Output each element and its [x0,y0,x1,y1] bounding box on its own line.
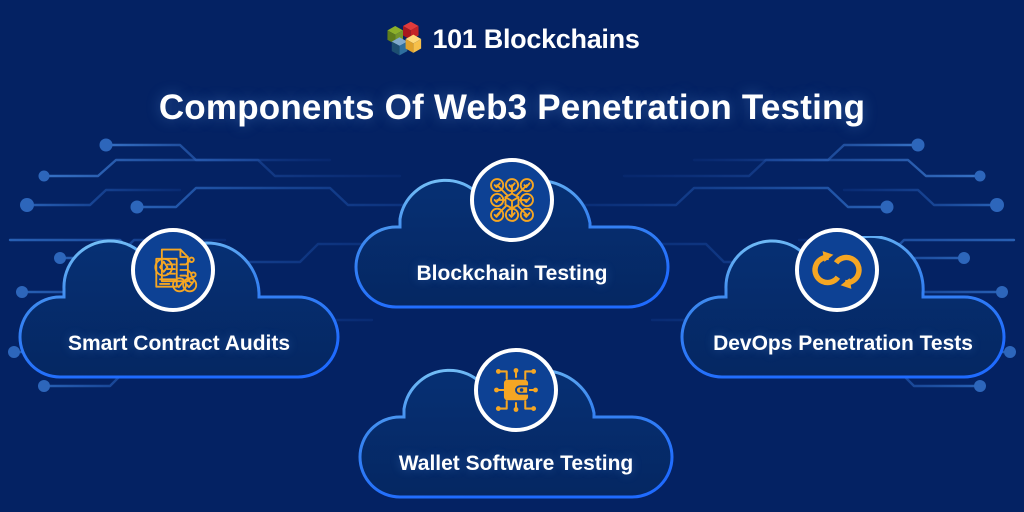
node-blockchain-testing[interactable]: Blockchain Testing [352,158,672,314]
smart-contract-document-icon[interactable] [131,228,215,312]
node-smart-contract-audits[interactable]: Smart Contract Audits [14,228,344,384]
blockchain-cubes-logo-icon [387,21,422,56]
node-label: Smart Contract Audits [67,332,291,355]
page-title: Components Of Web3 Penetration Testing [158,88,866,127]
wallet-circuit-icon[interactable] [474,348,558,432]
devops-infinity-loop-icon[interactable] [795,228,879,312]
node-label: DevOps Penetration Tests [713,332,973,355]
node-label: Blockchain Testing [416,262,608,285]
node-devops-penetration-tests[interactable]: DevOps Penetration Tests [676,228,1010,384]
brand-name: 101 Blockchains [432,23,640,54]
node-wallet-software-testing[interactable]: Wallet Software Testing [356,348,676,504]
node-label: Wallet Software Testing [398,452,634,475]
brand-logo-lockup: 101 Blockchains [0,18,1024,60]
blockchain-nodes-check-icon[interactable] [470,158,554,242]
